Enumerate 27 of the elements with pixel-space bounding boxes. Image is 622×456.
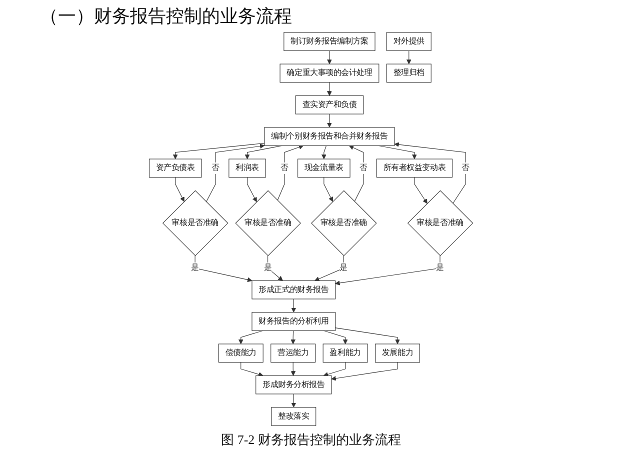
arrow	[324, 177, 333, 202]
arrow	[244, 145, 282, 160]
diagram-title: （一）财务报告控制的业务流程	[40, 5, 292, 28]
arrow	[291, 298, 296, 313]
arrow	[414, 177, 428, 204]
arrow	[335, 328, 400, 344]
arrow	[238, 330, 264, 344]
arrow	[246, 177, 257, 202]
arrow	[335, 255, 440, 286]
arrow	[175, 177, 184, 202]
arrow	[172, 142, 265, 160]
arrow	[331, 362, 398, 381]
arrow	[406, 50, 412, 64]
arrow	[327, 114, 332, 128]
figure-caption: 图 7-2 财务报告控制的业务流程	[221, 432, 401, 447]
arrow	[291, 394, 296, 408]
arrow	[327, 82, 332, 96]
arrow	[394, 142, 466, 204]
arrow	[277, 144, 304, 201]
arrow	[194, 255, 252, 282]
arrow	[290, 362, 296, 376]
arrow	[323, 362, 346, 377]
arrow	[290, 330, 296, 344]
arrow	[323, 330, 348, 344]
arrow	[327, 50, 332, 64]
arrow	[240, 362, 264, 377]
arrow	[321, 145, 327, 160]
